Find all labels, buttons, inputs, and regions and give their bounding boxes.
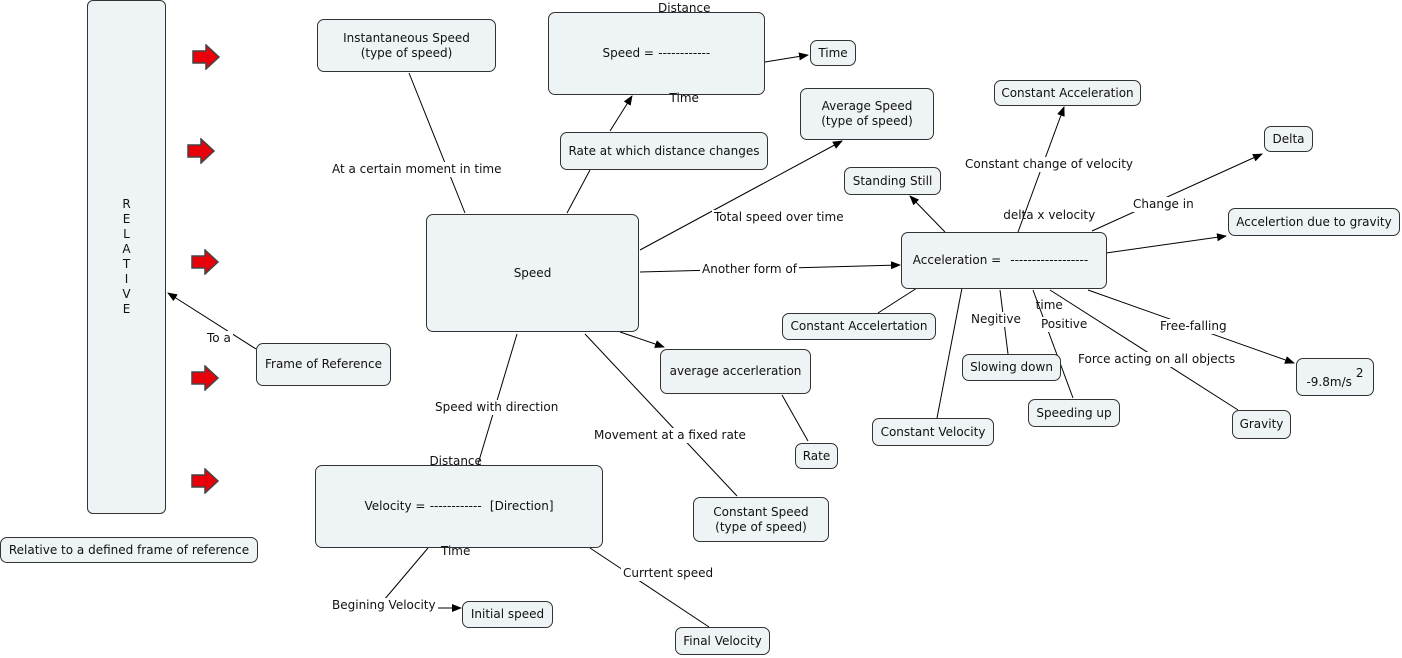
relative-letter: A — [122, 242, 131, 256]
final-velocity-node[interactable]: Final Velocity — [675, 627, 770, 655]
average-speed-node[interactable]: Average Speed (type of speed) — [800, 88, 934, 140]
label-fixed-rate: Movement at a fixed rate — [592, 428, 748, 443]
constant-speed-node[interactable]: Constant Speed (type of speed) — [693, 497, 829, 542]
relative-letter: E — [122, 212, 131, 226]
gravity-value-exponent: 2 — [1355, 365, 1364, 380]
label-begining-velocity: Begining Velocity — [330, 598, 438, 613]
relative-letter: V — [122, 287, 131, 301]
velocity-formula-numerator: Distance — [429, 454, 482, 468]
relative-node[interactable]: R E L A T I V E — [87, 0, 166, 514]
gravity-node[interactable]: Gravity — [1232, 410, 1291, 439]
constant-accelertation-node[interactable]: Constant Accelertation — [782, 313, 936, 340]
instantaneous-speed-node[interactable]: Instantaneous Speed (type of speed) — [317, 19, 496, 72]
speed-formula-fraction: Distance ------------ Time — [658, 0, 710, 136]
speed-formula-denominator: Time — [669, 91, 699, 105]
label-to-a: To a — [205, 331, 233, 346]
acceleration-line: ------------------ — [1010, 253, 1089, 267]
accel-gravity-node[interactable]: Accelertion due to gravity — [1228, 208, 1400, 236]
initial-speed-node[interactable]: Initial speed — [462, 601, 553, 628]
frame-of-reference-node[interactable]: Frame of Reference — [256, 343, 391, 386]
red-arrow-icon — [191, 365, 220, 391]
label-constant-change: Constant change of velocity — [963, 157, 1136, 172]
relative-letter: I — [124, 272, 129, 286]
gravity-value-node[interactable]: -9.8m/s 2 — [1296, 358, 1374, 396]
rate-node[interactable]: Rate — [795, 443, 838, 469]
velocity-formula-denominator: Time — [440, 544, 471, 558]
speed-formula-prefix: Speed = — [602, 46, 655, 60]
gravity-value-base: -9.8m/s — [1306, 374, 1352, 389]
speed-formula-node[interactable]: Speed = Distance ------------ Time — [548, 1, 765, 105]
label-positive: Positive — [1039, 317, 1090, 332]
relative-letter: L — [123, 227, 130, 241]
red-arrow-icon — [192, 44, 221, 70]
acceleration-numerator: delta x velocity — [1003, 208, 1096, 222]
standing-still-node[interactable]: Standing Still — [844, 167, 941, 195]
velocity-formula-prefix: Velocity = — [364, 499, 426, 513]
label-total-speed: Total speed over time — [712, 210, 846, 225]
speeding-up-node[interactable]: Speeding up — [1028, 399, 1120, 427]
acceleration-prefix: Acceleration = — [912, 253, 1002, 267]
label-current-speed: Currtent speed — [621, 566, 716, 581]
label-change-in: Change in — [1131, 197, 1196, 212]
acceleration-fraction: delta x velocity ------------------ time — [1003, 178, 1095, 343]
label-free-falling: Free-falling — [1158, 319, 1229, 334]
red-arrow-icon — [191, 468, 220, 494]
speed-formula-line: ------------ — [658, 46, 711, 60]
label-another-form: Another form of — [700, 262, 799, 277]
slowing-down-node[interactable]: Slowing down — [962, 354, 1061, 381]
red-arrow-icon — [191, 249, 220, 275]
constant-acceleration-node[interactable]: Constant Acceleration — [994, 80, 1141, 106]
label-force-acting: Force acting on all objects — [1076, 352, 1238, 367]
relative-note-node[interactable]: Relative to a defined frame of reference — [0, 537, 258, 563]
red-arrow-icon — [187, 138, 216, 164]
relative-letter: R — [122, 197, 131, 211]
acceleration-node[interactable]: Acceleration = delta x velocity --------… — [901, 208, 1107, 312]
speed-formula-numerator: Distance — [658, 1, 711, 15]
average-accerleration-node[interactable]: average accerleration — [660, 349, 811, 394]
acceleration-denominator: time — [1035, 298, 1063, 312]
label-at-certain-moment: At a certain moment in time — [330, 162, 504, 177]
speed-node[interactable]: Speed — [426, 214, 639, 332]
velocity-formula-line: ------------ — [429, 499, 482, 513]
relative-letter: T — [122, 257, 131, 271]
rate-distance-node[interactable]: Rate at which distance changes — [560, 132, 768, 170]
time-node[interactable]: Time — [810, 40, 856, 66]
label-speed-direction: Speed with direction — [433, 400, 561, 415]
constant-velocity-node[interactable]: Constant Velocity — [872, 418, 994, 446]
relative-letters: R E L A T I V E — [122, 197, 130, 317]
velocity-formula-fraction: Distance ------------ Time — [429, 424, 481, 589]
delta-node[interactable]: Delta — [1264, 126, 1313, 152]
velocity-formula-suffix: [Direction] — [489, 499, 554, 513]
velocity-formula-node[interactable]: Velocity = Distance ------------ Time [D… — [315, 454, 603, 558]
label-negitive: Negitive — [969, 312, 1023, 327]
relative-letter: E — [122, 302, 131, 316]
